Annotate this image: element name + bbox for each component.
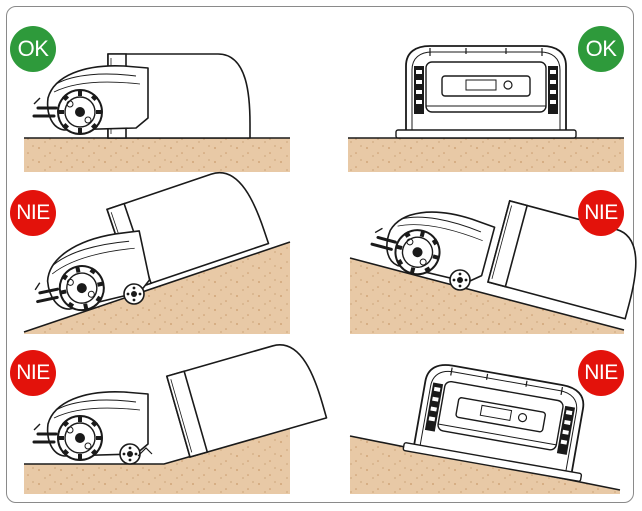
nie-badge: NIE [10, 350, 56, 396]
ramp-illustration [14, 340, 324, 502]
slope-up-illustration [14, 180, 324, 342]
panel-tilted-front: NIE [320, 340, 630, 502]
nie-badge: NIE [10, 190, 56, 236]
nie-badge: NIE [578, 350, 624, 396]
panel-slope-up-side: NIE [14, 180, 324, 342]
panel-flat-side: OK [14, 18, 324, 180]
flat-side-illustration [14, 18, 324, 180]
nie-badge: NIE [578, 190, 624, 236]
ok-badge: OK [578, 26, 624, 72]
ok-badge: OK [10, 26, 56, 72]
panel-slope-down-side: NIE [320, 180, 630, 342]
panel-ramp-side: NIE [14, 340, 324, 502]
panel-flat-front: OK [320, 18, 630, 180]
